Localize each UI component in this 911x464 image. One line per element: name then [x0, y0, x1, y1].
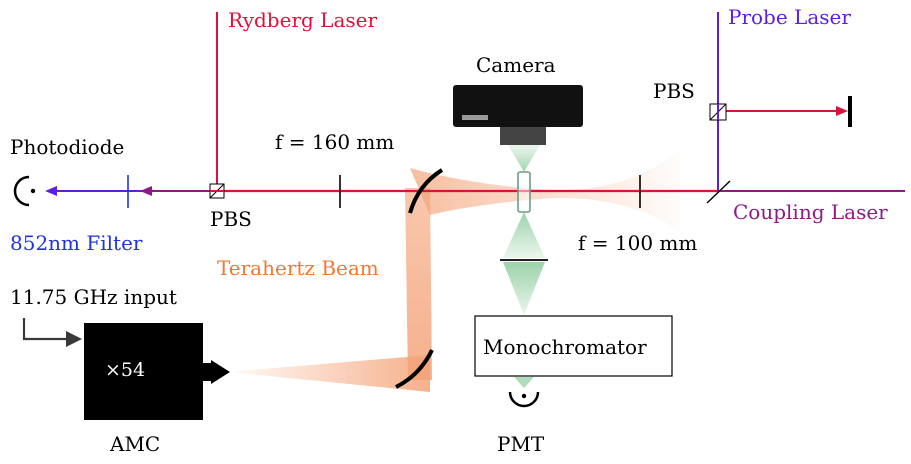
- filter-label: 852nm Filter: [10, 231, 143, 255]
- beam-arrow-mid: [140, 186, 152, 196]
- fluorescence-to-monochromator: [503, 262, 545, 315]
- fluorescence-to-camera: [508, 145, 540, 172]
- photodiode-label: Photodiode: [10, 135, 124, 159]
- camera-icon: [453, 85, 583, 145]
- fluorescence-to-pmt: [514, 377, 534, 388]
- dichroic-mirror-icon: [706, 180, 731, 204]
- pmt-label: PMT: [497, 432, 545, 456]
- probe-laser-label: Probe Laser: [728, 5, 851, 29]
- terahertz-beam-label: Terahertz Beam: [217, 256, 379, 280]
- upper-parabolic-mirror-icon: [408, 168, 444, 214]
- coupling-laser-beam: [706, 180, 905, 204]
- camera-label: Camera: [476, 53, 556, 77]
- probe-detection-path: [45, 175, 217, 208]
- probe-laser-beam: [717, 12, 852, 191]
- rydberg-laser-beam: [216, 12, 720, 193]
- pmt-icon: [508, 391, 540, 408]
- amc-multiplier-box: [84, 323, 203, 420]
- ghz-input-arrow-icon: [22, 318, 82, 347]
- photodiode-icon: [13, 175, 36, 207]
- lens-100-label: f = 100 mm: [578, 231, 697, 255]
- vapour-cell-icon: [517, 171, 531, 213]
- thz-beam-segment-vertical: [405, 188, 432, 380]
- fluorescence-to-lens: [503, 212, 545, 258]
- probe-arrow-head: [836, 106, 848, 116]
- beam-arrow-photodiode: [45, 186, 57, 196]
- fluorescence-light: [503, 145, 545, 388]
- horn-antenna-icon: [203, 360, 230, 384]
- pbs-right-label: PBS: [653, 79, 695, 103]
- rydberg-laser-label: Rydberg Laser: [228, 8, 377, 32]
- pbs-right-icon: [709, 103, 727, 121]
- pbs-left-label: PBS: [210, 207, 252, 231]
- amc-label: AMC: [109, 432, 160, 456]
- coupling-laser-label: Coupling Laser: [733, 200, 888, 224]
- lower-parabolic-mirror-icon: [395, 349, 434, 389]
- multiplier-label: ×54: [105, 359, 145, 381]
- monochromator-label: Monochromator: [483, 335, 647, 359]
- pbs-left-icon: [209, 183, 225, 199]
- lens-160-label: f = 160 mm: [275, 130, 394, 154]
- monochromator-box: [474, 315, 673, 377]
- thz-beam-segment-horn: [228, 355, 430, 392]
- ghz-input-label: 11.75 GHz input: [10, 285, 177, 309]
